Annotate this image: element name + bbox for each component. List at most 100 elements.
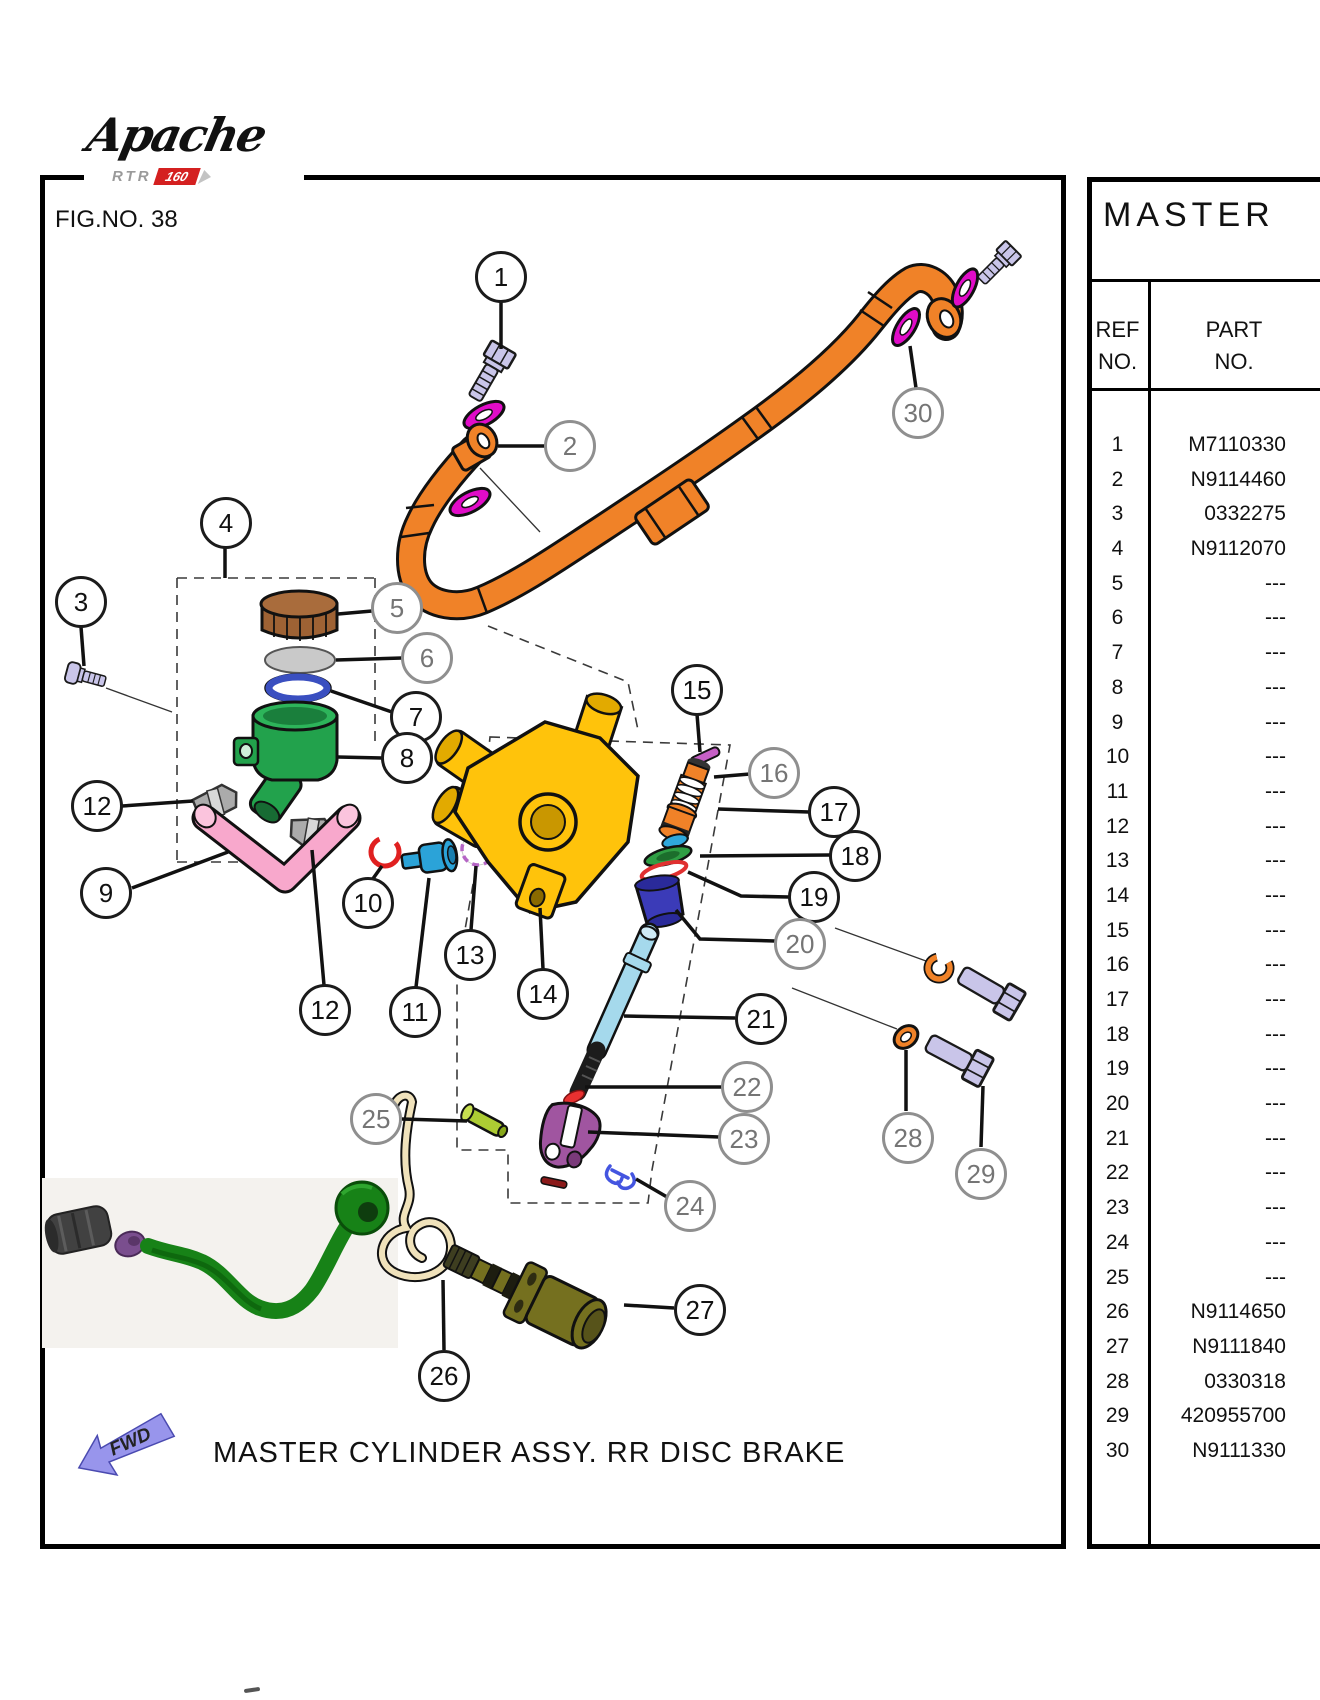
part-cell: --- (1265, 1092, 1286, 1116)
ref-cell: 14 (1105, 883, 1130, 907)
part-cell: 0332275 (1204, 502, 1286, 526)
table-row: 11 --- (1087, 775, 1320, 810)
logo-slash-icon (198, 169, 215, 184)
ref-cell: 22 (1105, 1161, 1130, 1185)
part-callout: 19 (788, 871, 840, 923)
part-callout: 23 (718, 1113, 770, 1165)
table-row: 29 420955700 (1087, 1399, 1320, 1434)
ref-cell: 4 (1111, 537, 1124, 561)
part-cell: --- (1265, 1022, 1286, 1046)
table-row: 22 --- (1087, 1156, 1320, 1191)
table-title: MASTER (1103, 196, 1275, 234)
part-cell: M7110330 (1188, 433, 1286, 456)
ref-cell: 7 (1111, 641, 1124, 665)
table-row: 4 N9112070 (1087, 532, 1320, 567)
ref-cell: 21 (1105, 1126, 1130, 1150)
part-callout: 9 (80, 867, 132, 919)
page-title: MASTER CYLINDER ASSY. RR DISC BRAKE (213, 1437, 846, 1469)
part-callout: 2 (544, 420, 596, 472)
part-cell: --- (1265, 953, 1286, 977)
part-callout: 12 (71, 780, 123, 832)
part-cell: --- (1265, 710, 1286, 734)
logo-script-text: Apache (82, 108, 271, 162)
part-callout: 10 (342, 877, 394, 929)
ref-cell: 5 (1111, 571, 1124, 595)
table-row: 17 --- (1087, 983, 1320, 1018)
table-row: 21 --- (1087, 1122, 1320, 1157)
part-cell: --- (1265, 779, 1286, 803)
table-border-top (1087, 177, 1320, 182)
part-no-header: PART NO. (1205, 317, 1263, 374)
ref-cell: 24 (1105, 1230, 1130, 1254)
table-row: 24 --- (1087, 1226, 1320, 1261)
part-callout: 18 (829, 830, 881, 882)
table-header-divider (1092, 279, 1320, 282)
part-callout: 17 (808, 786, 860, 838)
pedal-pad (44, 1205, 113, 1255)
part-cell: --- (1265, 988, 1286, 1011)
table-column-divider (1148, 281, 1151, 1544)
ref-cell: 30 (1105, 1438, 1130, 1462)
table-row: 7 --- (1087, 636, 1320, 671)
part-cell: --- (1265, 1196, 1286, 1220)
ref-cell: 11 (1106, 779, 1129, 803)
part-callout: 12 (299, 984, 351, 1036)
part-callout: 11 (389, 986, 441, 1038)
part-cell: --- (1265, 814, 1286, 838)
logo-sub-text: RTR (112, 168, 152, 185)
part-callout: 3 (55, 576, 107, 628)
part-callout: 16 (748, 747, 800, 799)
part-callout: 24 (664, 1180, 716, 1232)
table-row: 18 --- (1087, 1018, 1320, 1053)
table-row: 5 --- (1087, 567, 1320, 602)
part-cell: --- (1265, 571, 1286, 595)
pedal-arm (140, 1180, 390, 1320)
part-callout: 6 (401, 632, 453, 684)
ref-no-header: REF NO. (1095, 317, 1140, 374)
part-cell: --- (1265, 918, 1286, 942)
part-cell: --- (1265, 1126, 1286, 1150)
ref-cell: 28 (1105, 1369, 1130, 1393)
ref-cell: 17 (1105, 988, 1130, 1011)
part-cell: N9111840 (1192, 1334, 1286, 1358)
table-row: 30 N9111330 (1087, 1434, 1320, 1469)
part-cell: --- (1265, 745, 1286, 769)
ref-cell: 23 (1105, 1196, 1130, 1220)
ref-cell: 8 (1111, 675, 1124, 699)
part-callout: 28 (882, 1112, 934, 1164)
pivot-bushing (114, 1230, 146, 1258)
table-row: 9 --- (1087, 706, 1320, 741)
table-row: 16 --- (1087, 948, 1320, 983)
ref-cell: 3 (1111, 502, 1124, 526)
part-cell: --- (1265, 1057, 1286, 1081)
ref-cell: 19 (1105, 1057, 1130, 1081)
ref-cell: 16 (1105, 953, 1130, 977)
ref-cell: 12 (1105, 814, 1130, 838)
part-cell: --- (1265, 606, 1286, 630)
ref-cell: 29 (1105, 1404, 1130, 1428)
part-callout: 20 (774, 918, 826, 970)
table-row: 23 --- (1087, 1191, 1320, 1226)
ref-cell: 10 (1105, 745, 1130, 769)
ref-cell: 9 (1111, 710, 1124, 734)
part-cell: 0330318 (1204, 1369, 1286, 1393)
part-callout: 5 (371, 582, 423, 634)
part-cell: --- (1265, 1230, 1286, 1254)
ref-cell: 18 (1105, 1022, 1130, 1046)
part-cell: N9112070 (1190, 537, 1286, 561)
part-callout: 4 (200, 497, 252, 549)
table-border-left (1087, 177, 1092, 1549)
figure-number-label: FIG.NO. 38 (55, 206, 178, 233)
table-row: 19 --- (1087, 1052, 1320, 1087)
table-row: 6 --- (1087, 601, 1320, 636)
part-callout: 27 (674, 1284, 726, 1336)
table-row: 3 0332275 (1087, 497, 1320, 532)
table-subheader-divider (1092, 388, 1320, 391)
diagram-frame (40, 175, 1066, 1549)
table-row: 10 --- (1087, 740, 1320, 775)
part-cell: --- (1265, 849, 1286, 873)
ref-cell: 13 (1105, 849, 1130, 873)
part-callout: 21 (735, 993, 787, 1045)
ref-cell: 1 (1111, 433, 1124, 456)
